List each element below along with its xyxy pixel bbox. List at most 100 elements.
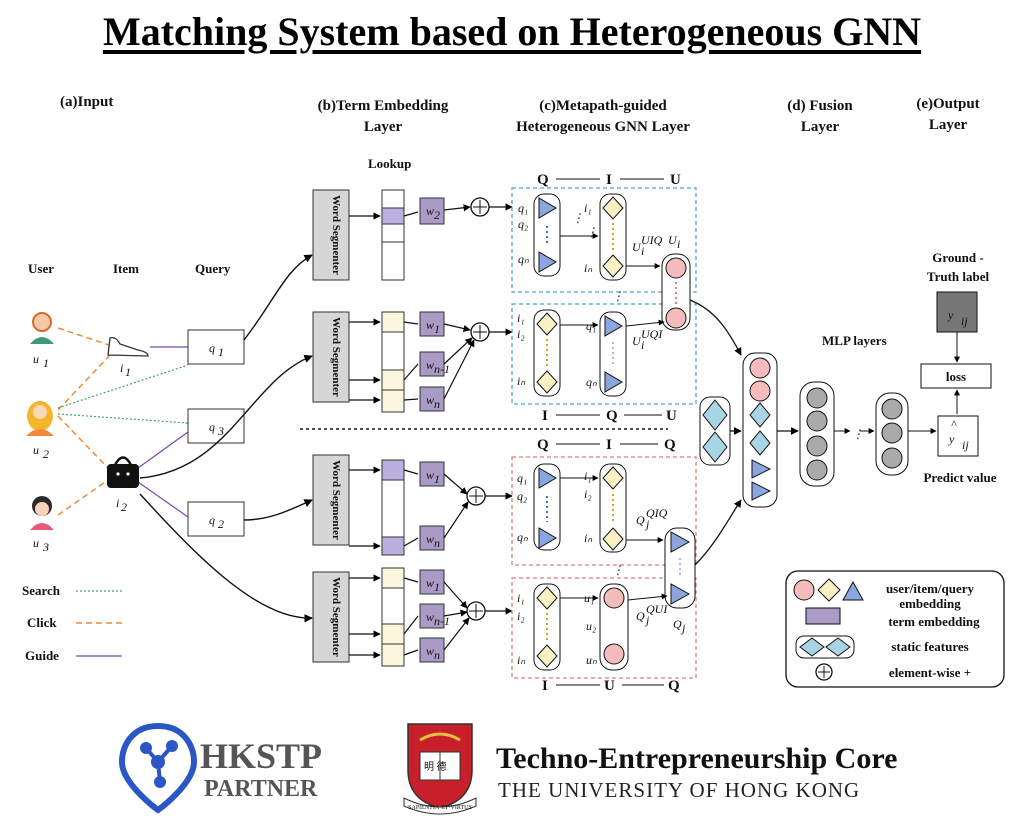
- ground-truth-2: Truth label: [927, 269, 990, 284]
- header-fusion-2: Layer: [801, 119, 840, 135]
- user-icon: [26, 401, 54, 436]
- query-node-column: [533, 193, 561, 277]
- query-label-2: q: [209, 513, 215, 527]
- i1-label-c: i₁: [584, 469, 592, 483]
- w1-sub-r: 1: [434, 580, 440, 594]
- svg-text:U: U: [604, 678, 615, 694]
- pred-y-sub: ij: [962, 438, 969, 452]
- wn-label: w: [426, 393, 434, 407]
- legend-elementwise: element-wise +: [889, 665, 971, 680]
- legend-search: Search: [22, 583, 61, 598]
- elementwise-plus-icon: [470, 322, 490, 342]
- word-segmenter-1: [312, 189, 350, 281]
- elementwise-plus-icon: [466, 601, 486, 621]
- wn1-label: w: [426, 358, 434, 372]
- onehot-column-4: [381, 567, 405, 667]
- onehot-column-3: [381, 459, 405, 556]
- segmenter-label: Word Segmenter: [330, 195, 342, 275]
- elementwise-plus-icon: [470, 197, 490, 217]
- iuq-arrow: [627, 593, 668, 601]
- ui-uqi-label: U: [632, 334, 642, 348]
- segmenter-label: Word Segmenter: [330, 317, 342, 397]
- qj-qui-sub: j: [644, 613, 650, 627]
- gt-y: y: [947, 308, 954, 322]
- ellipsis: ⋮: [612, 563, 624, 577]
- q1-label-b: q₁: [586, 319, 596, 333]
- w1-label-r: w: [426, 576, 434, 590]
- qj-qiq-sub: j: [644, 517, 650, 531]
- elementwise-plus-icon: [466, 486, 486, 506]
- item-node-column: [533, 583, 561, 671]
- user-sub-3: 3: [42, 540, 49, 554]
- tec-subtitle: THE UNIVERSITY OF HONG KONG: [498, 778, 860, 802]
- i2-label-d: i₂: [517, 609, 525, 623]
- ellipsis: ⋮: [612, 289, 624, 303]
- w1-label-q: w: [426, 468, 434, 482]
- query-sub-1: 1: [218, 345, 224, 359]
- header-term-2: Layer: [364, 119, 403, 135]
- user-icon: [30, 496, 54, 530]
- qj-qiq-label: Q: [636, 513, 645, 527]
- user-sub-2: 2: [43, 447, 49, 461]
- query-box-3: [187, 408, 245, 444]
- item-node-column: [599, 463, 627, 553]
- user-label-1: u: [33, 352, 39, 366]
- q2-label-c: q₂: [517, 489, 527, 503]
- legend-emb-1: user/item/query: [886, 581, 975, 596]
- w1-sub-q: 1: [434, 472, 440, 486]
- i2-label-c: i₂: [584, 487, 592, 501]
- query-sub-3: 3: [217, 424, 224, 438]
- onehot-column-1: [381, 189, 405, 281]
- mlp-layer-1: [799, 381, 835, 487]
- wn-label-r: w: [426, 644, 434, 658]
- metapath-qiu-top: Q I U: [537, 172, 681, 188]
- crest-motto: SAPIENTIA·ET·VIRTUS: [408, 805, 472, 811]
- user-node-column: [599, 583, 629, 671]
- legend-guide: Guide: [25, 648, 59, 663]
- in-label-d: iₙ: [517, 653, 525, 667]
- qj-qui-sup: QUI: [646, 602, 668, 616]
- ellipsis: ⋮: [852, 427, 864, 441]
- svg-text:U: U: [666, 408, 677, 424]
- qn-label: qₙ: [518, 252, 529, 266]
- u2-label-d: u₂: [586, 619, 596, 633]
- query-node-column-fused: [664, 527, 696, 609]
- term-embedding-boxes: [419, 197, 445, 663]
- q1-label-c: q₁: [517, 471, 527, 485]
- svg-text:U: U: [670, 172, 681, 188]
- qj-qui-label: Q: [636, 609, 645, 623]
- w1-sub: 1: [434, 322, 440, 336]
- svg-text:Q: Q: [664, 437, 676, 453]
- user-label-2: u: [33, 443, 39, 457]
- col-user: User: [28, 261, 54, 276]
- un-label-d: uₙ: [586, 653, 597, 667]
- w1-label: w: [426, 318, 434, 332]
- legend-term-swatch: [805, 607, 841, 625]
- col-item: Item: [113, 261, 139, 276]
- i1-label: i₁: [584, 201, 592, 215]
- query-node-column: [599, 311, 627, 397]
- sneaker-icon: [107, 336, 149, 357]
- qj-sub: j: [680, 621, 686, 635]
- in-label: iₙ: [584, 261, 592, 275]
- header-output-1: (e)Output: [916, 96, 979, 112]
- user-label-3: u: [33, 536, 39, 550]
- ground-truth-1: Ground -: [932, 250, 983, 265]
- u1-label-d: u₁: [584, 591, 594, 605]
- query-label-3: q: [209, 420, 215, 434]
- query-box-2: [187, 501, 245, 537]
- crest-glyph: 明 德: [424, 760, 447, 773]
- static-features-column: [699, 396, 731, 466]
- svg-text:I: I: [606, 437, 612, 453]
- wn1-sub: n-1: [434, 362, 450, 376]
- pred-y: y: [948, 432, 955, 446]
- loss-label: loss: [946, 369, 966, 384]
- predict-value-label: Predict value: [923, 470, 996, 485]
- onehot-column-2: [381, 311, 405, 413]
- header-fusion-1: (d) Fusion: [787, 98, 853, 114]
- svg-text:Q: Q: [668, 678, 680, 694]
- relation-lines: [57, 327, 189, 518]
- gt-y-sub: ij: [961, 314, 968, 328]
- iqu-metapath-box: [511, 303, 697, 405]
